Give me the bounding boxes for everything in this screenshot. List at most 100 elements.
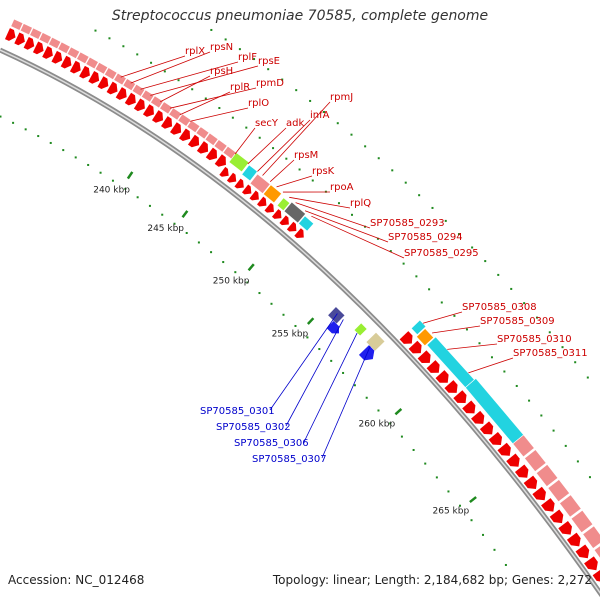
- grid-dot: [402, 262, 405, 265]
- axis-tick-label: 250 kbp: [213, 276, 250, 286]
- gene-arrow: [541, 498, 555, 512]
- grid-dot: [295, 89, 298, 92]
- gene-block-0307: [365, 331, 386, 352]
- gene-block: [195, 126, 210, 140]
- gene-arrow: [97, 76, 109, 89]
- gene-block: [94, 61, 109, 75]
- grid-dot: [457, 233, 460, 236]
- leader-line: [189, 107, 249, 122]
- leader-line: [289, 196, 351, 209]
- grid-dot: [336, 122, 339, 125]
- grid-dot: [564, 444, 567, 447]
- grid-dot: [210, 251, 213, 254]
- grid-dot: [272, 147, 275, 150]
- gene-label: rplQ: [350, 198, 371, 209]
- gene-label: rpoA: [330, 182, 354, 193]
- gene-arrow-0306b: [358, 345, 375, 361]
- grid-dot: [453, 314, 456, 317]
- gene-block: [57, 41, 71, 55]
- grid-dot: [389, 422, 392, 425]
- gene-arrow: [264, 202, 274, 213]
- grid-dot: [391, 169, 394, 172]
- gene-block: [85, 56, 99, 70]
- gene-arrow: [69, 60, 81, 74]
- gene-arrow: [219, 166, 229, 177]
- grid-dot: [490, 356, 493, 359]
- grid-dot: [503, 370, 506, 373]
- gene-block-0308: [410, 319, 427, 336]
- grid-dot: [94, 29, 97, 32]
- gene-arrow: [226, 172, 237, 183]
- gene-label: adk: [286, 118, 304, 129]
- gene-arrow: [279, 215, 289, 226]
- gene-block-0306: [353, 322, 368, 337]
- gene-arrow: [584, 556, 598, 571]
- gene-arrow: [549, 509, 564, 524]
- gene-label: rpsN: [210, 42, 233, 53]
- leader-line: [304, 210, 389, 243]
- leader-line: [295, 202, 371, 229]
- grid-dot: [270, 302, 273, 305]
- grid-dot: [108, 37, 111, 40]
- grid-dot: [376, 237, 379, 240]
- leader-line: [140, 61, 239, 90]
- grid-dot: [428, 288, 431, 291]
- gene-block: [38, 32, 52, 45]
- gene-block: [559, 494, 582, 518]
- gene-label: SP70585_0310: [497, 334, 572, 345]
- grid-dot: [87, 163, 90, 166]
- grid-dot: [285, 157, 288, 160]
- grid-dot: [173, 222, 176, 225]
- leader-line: [247, 127, 287, 165]
- grid-dot: [400, 435, 403, 438]
- gene-arrow: [399, 331, 413, 344]
- gene-arrow: [79, 65, 90, 79]
- leader-line: [447, 343, 498, 350]
- gene-arrow: [214, 154, 226, 167]
- leader-line: [234, 127, 256, 155]
- gene-arrow: [187, 134, 200, 148]
- grid-dot: [258, 292, 261, 295]
- gene-label: rplF: [238, 52, 257, 63]
- leader-line: [422, 311, 463, 324]
- gene-label: rpmD: [256, 78, 284, 89]
- grid-dot: [528, 399, 531, 402]
- gene-label: SP70585_0309: [480, 316, 555, 327]
- grid-dot: [309, 99, 312, 102]
- gene-arrow: [4, 28, 16, 41]
- gene-arrow: [271, 209, 282, 219]
- grid-dot: [191, 88, 194, 91]
- gene-block: [150, 95, 164, 109]
- gene-arrow: [23, 36, 35, 50]
- grid-dot: [484, 260, 487, 263]
- grid-dot: [136, 196, 139, 199]
- gene-label: infA: [310, 110, 330, 121]
- gene-arrow: [170, 122, 182, 135]
- gene-block: [140, 89, 155, 103]
- grid-dot: [586, 376, 589, 379]
- gene-arrow: [479, 421, 494, 435]
- grid-dot: [177, 79, 180, 82]
- grid-dot: [535, 316, 538, 319]
- grid-dot: [552, 429, 555, 432]
- leader-line: [321, 346, 371, 459]
- grid-dot: [267, 68, 270, 71]
- gene-label: SP70585_0306: [234, 438, 309, 449]
- gene-block: [593, 545, 600, 559]
- grid-dot: [150, 61, 153, 64]
- axis-tick-label: 260 kbp: [358, 419, 395, 429]
- grid-dot: [185, 231, 188, 234]
- gene-arrow: [151, 110, 164, 123]
- grid-dot: [431, 206, 434, 209]
- grid-dot: [548, 331, 551, 334]
- gene-block: [535, 464, 559, 487]
- gene-block: [29, 27, 43, 40]
- topology-text: Topology: linear; Length: 2,184,682 bp; …: [272, 573, 592, 587]
- grid-dot: [294, 324, 297, 327]
- gene-block: [186, 119, 201, 134]
- grid-dot: [404, 181, 407, 184]
- grid-dot: [210, 28, 213, 31]
- gene-block: [524, 449, 547, 473]
- gene-arrow: [592, 570, 600, 582]
